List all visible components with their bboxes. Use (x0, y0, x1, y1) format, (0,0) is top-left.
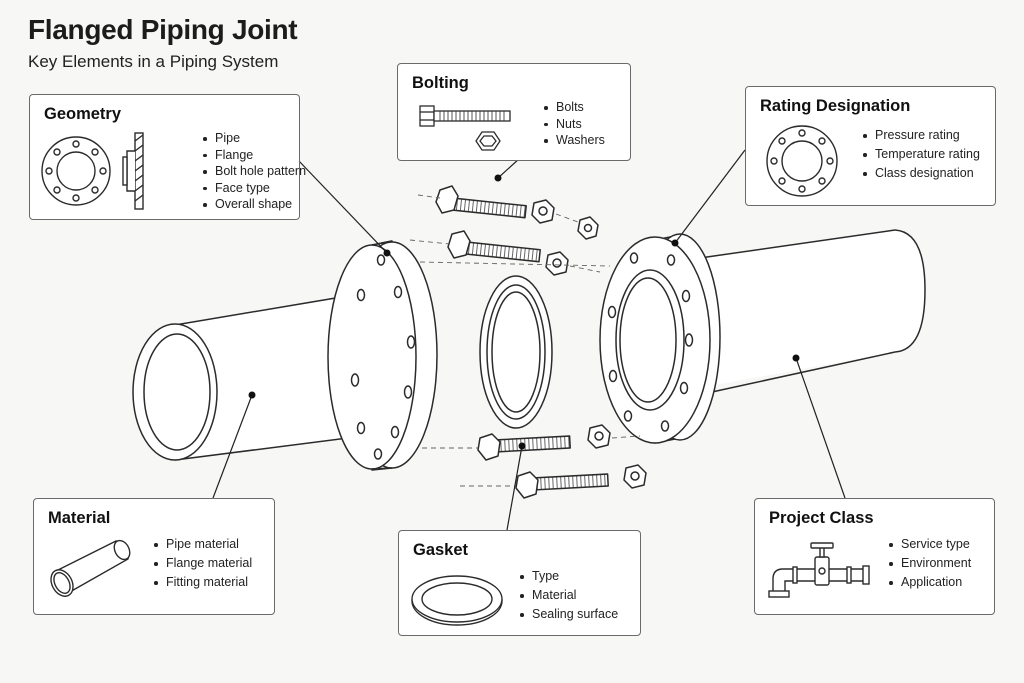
left-flange (327, 240, 438, 471)
list-item: Washers (544, 132, 605, 149)
geometry-card: Geometry Pipe Flange Bolt hole pattern F… (29, 94, 306, 220)
list-item: Temperature rating (863, 145, 980, 164)
gasket-card: Gasket Type Material Sealing surface (398, 530, 641, 636)
bolt-2 (447, 230, 569, 276)
list-item: Sealing surface (520, 605, 618, 624)
bolt-and-nut-icon (419, 105, 511, 151)
bolting-list: Bolts Nuts Washers (544, 99, 605, 149)
material-card-title: Material (48, 509, 111, 527)
list-item: Class designation (863, 164, 980, 183)
project-class-list: Service type Environment Application (889, 535, 971, 592)
gasket-list: Type Material Sealing surface (520, 567, 618, 624)
list-item: Environment (889, 554, 971, 573)
rating-designation-card: Rating Designation Pressure rating Tempe… (745, 86, 996, 206)
flange-icon (766, 125, 838, 197)
list-item: Pipe material (154, 535, 252, 554)
material-list: Pipe material Flange material Fitting ma… (154, 535, 252, 592)
list-item: Material (520, 586, 618, 605)
rating-designation-list: Pressure rating Temperature rating Class… (863, 126, 980, 183)
list-item: Overall shape (203, 196, 306, 213)
list-item: Application (889, 573, 971, 592)
bolting-card-title: Bolting (412, 74, 469, 92)
valve-pipe-icon (768, 542, 870, 598)
flange-face-and-profile-icon (41, 132, 144, 210)
right-flange (599, 233, 721, 444)
alignment-lines (409, 194, 641, 487)
list-item: Pressure rating (863, 126, 980, 145)
gasket-card-title: Gasket (413, 541, 469, 559)
list-item: Face type (203, 180, 306, 197)
list-item: Flange (203, 147, 306, 164)
list-item: Type (520, 567, 618, 586)
project-class-card: Project Class Service type Environment A… (754, 498, 995, 615)
gasket-ring-icon (411, 575, 503, 626)
list-item: Pipe (203, 130, 306, 147)
material-card: Material Pipe material Flange material F… (33, 498, 275, 615)
gasket-ring (479, 275, 553, 429)
geometry-list: Pipe Flange Bolt hole pattern Face type … (203, 130, 306, 213)
list-item: Bolt hole pattern (203, 163, 306, 180)
project-class-card-title: Project Class (769, 509, 874, 527)
bolting-card: Bolting Bolts Nuts Washers (397, 63, 631, 161)
leader-lines (212, 149, 846, 531)
rating-designation-card-title: Rating Designation (760, 97, 911, 115)
list-item: Nuts (544, 116, 605, 133)
bolt-4 (515, 464, 647, 499)
leader-dots (248, 174, 800, 450)
geometry-card-title: Geometry (44, 105, 122, 123)
list-item: Service type (889, 535, 971, 554)
list-item: Bolts (544, 99, 605, 116)
page-subtitle: Key Elements in a Piping System (28, 52, 279, 71)
page-title: Flanged Piping Joint (28, 14, 298, 45)
list-item: Fitting material (154, 573, 252, 592)
list-item: Flange material (154, 554, 252, 573)
bolt-3 (477, 424, 611, 461)
pipe-icon (50, 539, 131, 597)
bolt-set (435, 185, 647, 499)
bolt-1 (435, 185, 599, 240)
